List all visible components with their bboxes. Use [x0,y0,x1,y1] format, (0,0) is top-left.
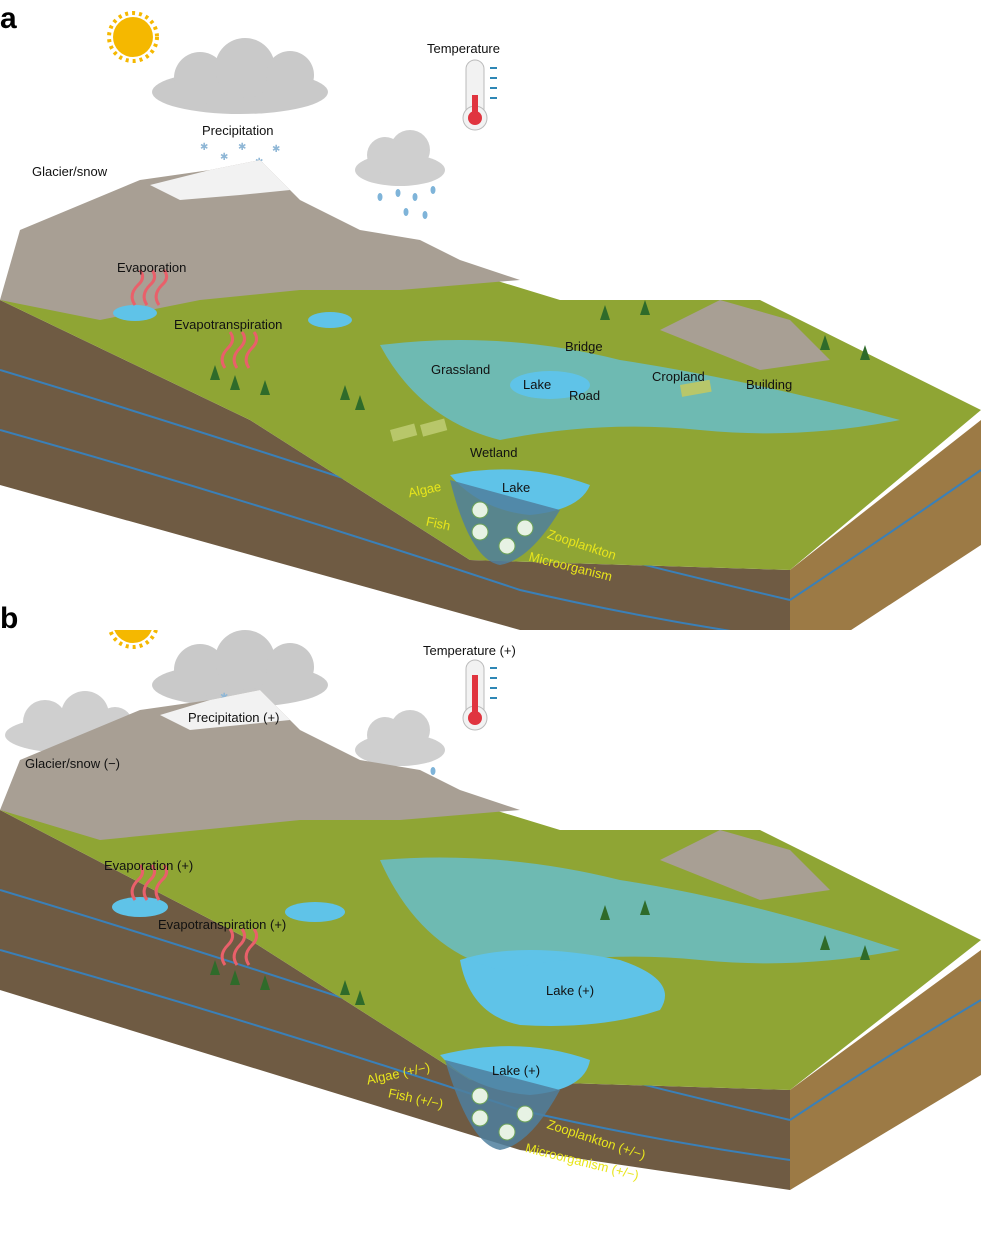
road-label: Road [569,388,601,403]
lake-basin-label: Lake [502,480,531,495]
rain-cloud-icon [355,130,445,219]
evaporation-arrows [130,269,259,369]
svg-text:✱: ✱ [238,142,246,153]
cropland-patches [390,379,712,442]
organism-icons [471,501,534,555]
precipitation-label: Precipitation (+) [188,710,280,725]
soil-right-face [790,420,981,630]
landscape-a: ✱✱✱ ✱✱✱ [0,11,981,630]
lake-basin [450,480,560,565]
grassland-label: Grassland [431,362,491,377]
evapotranspiration-label: Evapotranspiration (+) [158,917,287,932]
svg-text:✱: ✱ [272,144,280,155]
panel-a: ✱✱✱ ✱✱✱ [0,2,981,630]
lake-surface-label: Lake (+) [546,983,595,998]
wetland-label: Wetland [470,445,518,460]
svg-text:✱: ✱ [200,142,208,153]
soil-right-face [790,950,981,1190]
panel-letter: a [0,2,17,35]
water-bodies [112,857,900,1095]
lake-surface-label: Lake [523,377,552,392]
soil-front-face [0,300,790,630]
sun-icon [107,11,159,63]
forest [210,300,870,410]
snow-caps [150,160,290,200]
forest [210,900,870,1005]
cloud-icon [152,38,328,114]
evapotranspiration-label: Evapotranspiration [174,317,283,332]
water-bodies [113,305,900,515]
evaporation-arrows [130,864,259,966]
panel-b: ✱✱✱ ✱✱✱ ✱✱✱ [0,604,981,1259]
building-label: Building [746,377,793,392]
evaporation-label: Evaporation [117,260,187,275]
snow-caps [160,690,290,730]
glacier-label: Glacier/snow [32,164,108,179]
cropland-label: Cropland [652,369,705,384]
landscape-b: ✱✱✱ ✱✱✱ ✱✱✱ [0,630,981,1190]
lake-basin-label: Lake (+) [492,1063,541,1078]
evaporation-label: Evaporation (+) [104,858,194,873]
panel-letter: b [0,602,19,635]
right-mountain [660,830,830,900]
lake-basin [445,1060,560,1150]
bridge-label: Bridge [565,339,603,354]
cloud-icon [152,630,328,707]
right-mountain [660,300,830,370]
thermometer-icon [462,659,497,731]
mountain-range [0,690,520,840]
sun-icon [107,630,159,649]
temperature-label: Temperature [427,41,500,56]
glacier-label: Glacier/snow (−) [25,756,120,771]
mountain-range [0,160,520,320]
thermometer-icon [462,59,497,131]
organism-icons [471,1087,534,1141]
temperature-label: Temperature (+) [423,643,516,658]
precipitation-label: Precipitation [202,123,274,138]
soil-front-face [0,810,790,1190]
svg-text:✱: ✱ [220,152,228,163]
